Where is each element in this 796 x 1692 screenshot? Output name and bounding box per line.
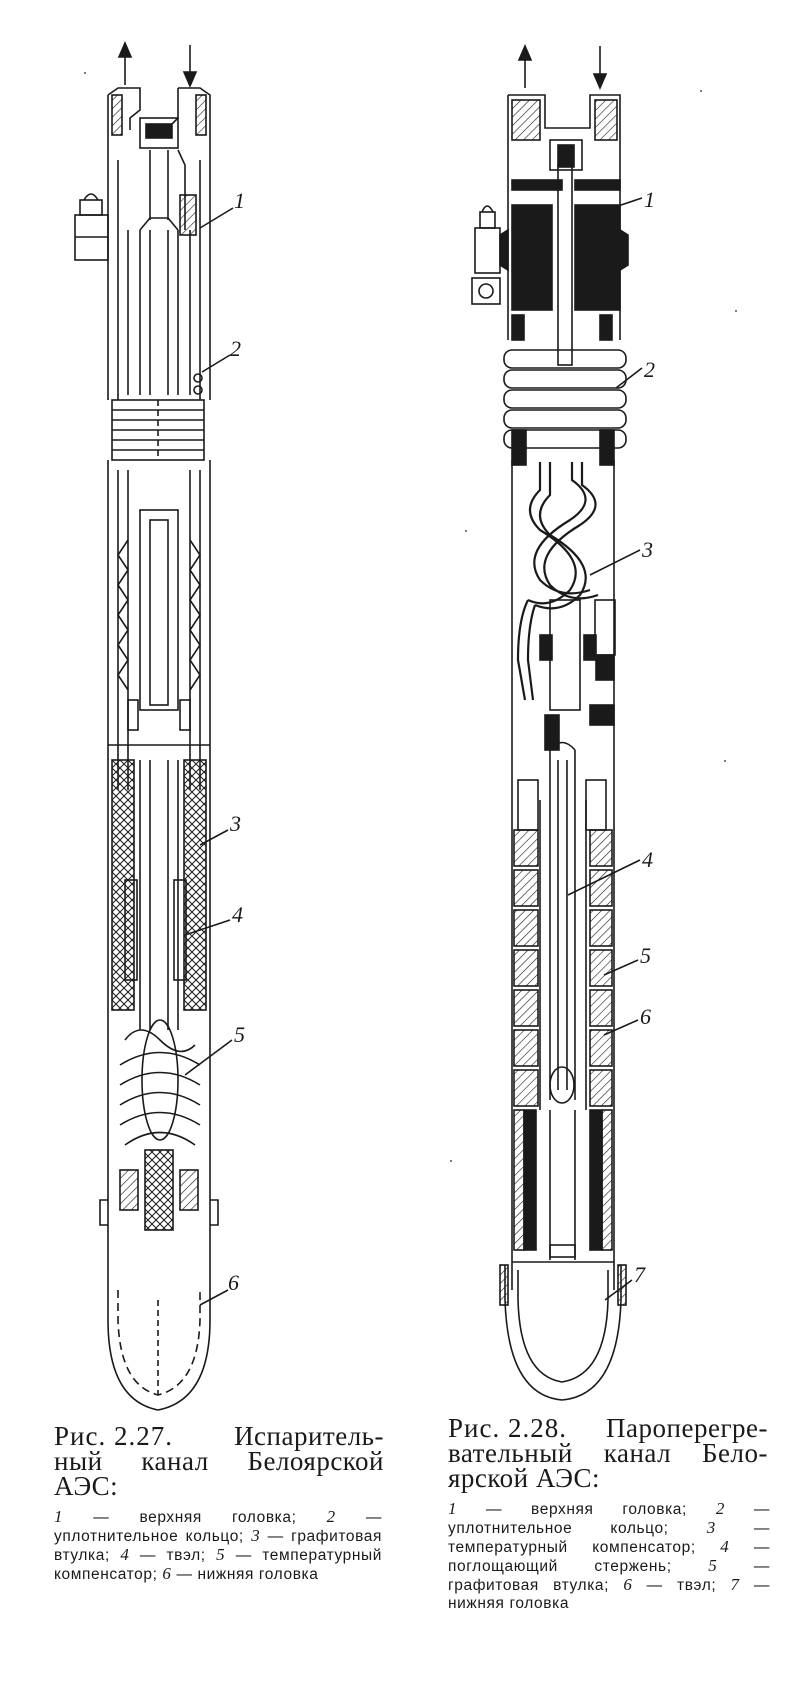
- scan-speck: [700, 90, 702, 92]
- bottom-cap: [504, 1265, 622, 1401]
- figure-number: Рис. 2.28.: [448, 1413, 567, 1443]
- callout-3: 3: [230, 811, 241, 836]
- caption-title-start: Испаритель-: [234, 1421, 384, 1451]
- caption-line-3: АЭС:: [54, 1471, 119, 1501]
- legend-right: 1 — верхняя головка; 2 — уплотнительное …: [448, 1500, 770, 1613]
- legend-num-2: 2: [715, 1499, 725, 1518]
- legend-text-3: — графитовая втулка;: [54, 1528, 383, 1564]
- graphite-sleeve: [513, 829, 613, 1107]
- legend-text-3: — температурный компенсатор;: [448, 1520, 770, 1556]
- superheater-channel-drawing: 1 2 3 4 5 6 7: [400, 0, 796, 1420]
- legend-text-2: — уплотнительное кольцо;: [54, 1509, 382, 1545]
- caption-line-1: Рис. 2.28. Пароперегре-: [448, 1413, 768, 1443]
- legend-num-7: 7: [730, 1575, 740, 1594]
- caption-line-2: ный канал Белоярской: [54, 1446, 384, 1476]
- callout-4: 4: [642, 847, 653, 872]
- callout-1: 1: [234, 188, 245, 213]
- legend-num-6: 6: [623, 1575, 633, 1594]
- scan-speck: [84, 72, 86, 74]
- legend-num-4: 4: [720, 1537, 730, 1556]
- evaporator-channel-svg: [74, 40, 234, 1411]
- evaporator-channel-drawing: 1 2 3 4 5 6: [0, 0, 400, 1420]
- caption-title-start: Пароперегре-: [606, 1413, 768, 1443]
- callout-1: 1: [644, 187, 655, 212]
- bottom-cap: [107, 1290, 211, 1411]
- legend-num-2: 2: [326, 1507, 336, 1526]
- figure-caption-right: Рис. 2.28. Пароперегре- вательный канал …: [448, 1413, 768, 1493]
- side-fitting: [471, 205, 501, 305]
- scan-speck: [450, 1160, 452, 1162]
- outlet-arrow-icon: [517, 43, 533, 88]
- legend-text-1: — верхняя головка;: [457, 1501, 716, 1518]
- caption-line-3: ярской АЭС:: [448, 1463, 601, 1493]
- legend-num-6: 6: [162, 1564, 172, 1583]
- callout-4: 4: [232, 902, 243, 927]
- legend-num-1: 1: [54, 1507, 64, 1526]
- legend-text-6: — нижняя головка: [171, 1566, 319, 1583]
- callout-2: 2: [230, 336, 241, 361]
- caption-line-1: Рис. 2.27. Испаритель-: [54, 1421, 384, 1451]
- legend-text-4: — поглощающий стержень;: [448, 1539, 770, 1575]
- legend-num-5: 5: [708, 1556, 718, 1575]
- inlet-arrow-icon: [592, 46, 608, 91]
- caption-line-2: вательный канал Бело-: [448, 1438, 768, 1468]
- scan-speck: [724, 760, 726, 762]
- legend-num-3: 3: [251, 1526, 261, 1545]
- callout-6: 6: [228, 1270, 239, 1295]
- callout-3: 3: [642, 537, 653, 562]
- side-fitting: [74, 193, 109, 261]
- legend-text-1: — верхняя головка;: [63, 1509, 327, 1526]
- sealing-ring-band: [111, 399, 205, 461]
- callout-2: 2: [644, 357, 655, 382]
- callout-5: 5: [640, 943, 651, 968]
- legend-num-4: 4: [120, 1545, 130, 1564]
- legend-text-7: — нижняя головка: [448, 1577, 771, 1612]
- callout-5: 5: [234, 1022, 245, 1047]
- callout-6: 6: [640, 1004, 651, 1029]
- legend-num-5: 5: [216, 1545, 226, 1564]
- legend-num-1: 1: [448, 1499, 458, 1518]
- top-head-block: [511, 164, 621, 366]
- legend-num-3: 3: [706, 1518, 716, 1537]
- graphite-sleeve: [111, 759, 207, 1011]
- figure-caption-left: Рис. 2.27. Испаритель- ный канал Белоярс…: [54, 1421, 384, 1501]
- legend-text-5: — температурный компенсатор;: [54, 1547, 383, 1583]
- figure-number: Рис. 2.27.: [54, 1421, 173, 1451]
- legend-left: 1 — верхняя головка; 2 — уплотнительное …: [54, 1508, 382, 1584]
- scan-speck: [735, 310, 737, 312]
- legend-text-2: — уплотнительное кольцо;: [448, 1501, 770, 1537]
- sealing-ring-band: [503, 349, 627, 449]
- callout-7: 7: [634, 1262, 645, 1287]
- outlet-arrow-icon: [117, 40, 133, 85]
- temperature-compensator-coil: [516, 462, 599, 701]
- legend-text-4: — твэл;: [129, 1547, 217, 1564]
- legend-text-5: — графитовая втулка;: [448, 1558, 770, 1594]
- inlet-arrow-icon: [182, 45, 198, 89]
- legend-text-6: — твэл;: [632, 1577, 731, 1594]
- temperature-compensator-coil: [119, 1019, 201, 1146]
- scan-speck: [465, 530, 467, 532]
- superheater-channel-svg: [471, 43, 643, 1401]
